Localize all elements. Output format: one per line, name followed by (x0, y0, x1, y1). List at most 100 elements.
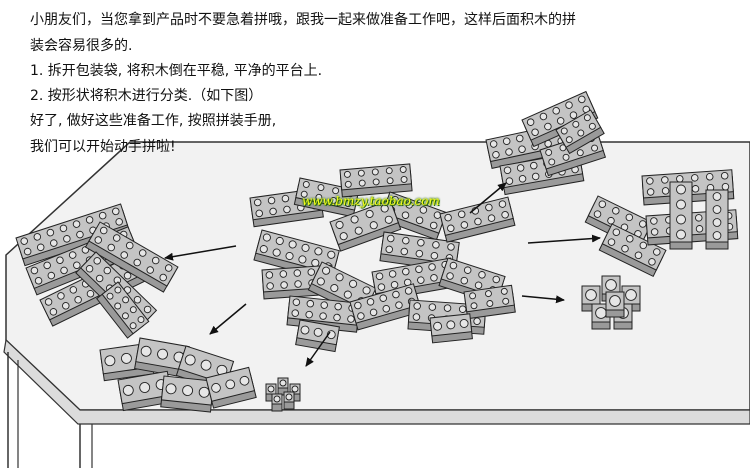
brick-stud (301, 243, 310, 252)
brick-stud (505, 177, 514, 185)
brick-stud (330, 283, 339, 293)
brick-stud (444, 213, 452, 222)
brick-stud (120, 352, 132, 364)
brick-stud (122, 296, 130, 304)
brick-stud (98, 211, 107, 220)
sorting-arrows (164, 182, 601, 367)
brick-stud (556, 117, 565, 125)
brick-stud (107, 243, 115, 252)
brick-stud (279, 379, 287, 387)
brick-stud (625, 289, 637, 301)
brick-stud (486, 300, 494, 307)
brick-stud (402, 236, 410, 245)
brick-stud (46, 228, 55, 237)
brick-stud (113, 276, 122, 285)
brick-stud (68, 251, 77, 259)
frame-brick (598, 223, 667, 278)
brick-stud (653, 248, 661, 256)
arrow-to-top-right (469, 182, 507, 214)
brick-stud (239, 375, 250, 386)
slope-brick (160, 375, 215, 413)
pile-brick (463, 284, 516, 320)
brick-stud (354, 226, 363, 235)
brick-stud (164, 264, 173, 272)
brick-stud (593, 210, 602, 218)
brick-stud (106, 292, 114, 300)
brick-stud (69, 286, 78, 294)
brick-stud (443, 304, 452, 312)
instruction-line-1: 小朋友们，当您拿到产品时不要急着拼哦，跟我一起来做准备工作吧，这样后面积木的拼 (30, 12, 576, 28)
brick-stud (457, 210, 466, 219)
brick-stud (576, 149, 584, 157)
brick-stud (487, 214, 496, 222)
round-stud (283, 391, 295, 410)
brick-stud (259, 245, 268, 254)
brick-stud (33, 233, 42, 241)
brick-stud (139, 382, 151, 393)
pile-brick (429, 313, 473, 344)
arrow-to-right (527, 234, 601, 244)
brick-stud (288, 240, 297, 249)
brick-stud (320, 301, 328, 309)
brick-stud (133, 295, 142, 304)
brick-stud (112, 234, 121, 242)
instruction-step-2: 2. 按形状将积木进行分类.（如下图） (30, 88, 263, 104)
brick-stud (390, 281, 399, 289)
brick-stud (198, 386, 210, 398)
brick-stud (676, 175, 684, 183)
brick-stud (49, 308, 58, 316)
brick-stud (661, 187, 670, 195)
brick-stud (639, 220, 647, 228)
brick-stud (305, 310, 313, 319)
brick-stud (691, 174, 699, 182)
brick-stud (30, 266, 39, 275)
brick-stud (225, 379, 236, 390)
brick-stud (275, 236, 284, 246)
brick-group-small-cubes (581, 275, 641, 330)
shop-watermark: www.bmzy.taobao.com (302, 194, 440, 208)
brick-stud (650, 217, 658, 225)
brick-stud (379, 294, 387, 302)
brick-stud (122, 384, 134, 396)
brick-stud (366, 298, 375, 306)
brick-stud (95, 274, 104, 283)
brick-stud (129, 306, 137, 314)
brick-stud (104, 355, 116, 367)
brick-stud (428, 303, 437, 311)
pile-brick (339, 163, 413, 198)
brick-stud (121, 312, 129, 320)
brick-stud (319, 312, 327, 320)
brick-stud (159, 273, 167, 282)
brick-stud (292, 298, 301, 306)
brick-stud (392, 290, 400, 299)
brick-stud (607, 238, 616, 246)
brick-stud (385, 167, 393, 175)
brick-stud (255, 209, 263, 218)
brick-stud (285, 393, 293, 401)
brick-stud (334, 302, 342, 311)
brick-stud (72, 220, 81, 228)
brick-stud (565, 101, 573, 109)
brick-stud (279, 270, 288, 278)
brick-stud (676, 184, 686, 195)
brick-stud (530, 161, 538, 170)
brick-stud (404, 287, 413, 295)
plate-brick (555, 109, 605, 155)
instruction-line-5: 好了, 做好这些准备工作, 按照拼装手册, (30, 113, 277, 129)
brick-stud (712, 231, 722, 240)
brick-stud (505, 148, 513, 156)
pile-brick (329, 199, 402, 252)
arrow-to-left (164, 245, 237, 261)
brick-stud (591, 144, 599, 152)
brick-stud (661, 176, 669, 184)
brick-stud (502, 137, 511, 145)
pile-brick (286, 295, 361, 333)
brick-stud (518, 145, 526, 153)
brick-stud (211, 383, 221, 393)
brick-stud (369, 308, 378, 317)
brick-stud (85, 264, 94, 273)
frame-brick (705, 189, 729, 250)
brick-stud (60, 266, 68, 275)
brick-stud (133, 258, 141, 267)
brick-stud (489, 140, 498, 148)
